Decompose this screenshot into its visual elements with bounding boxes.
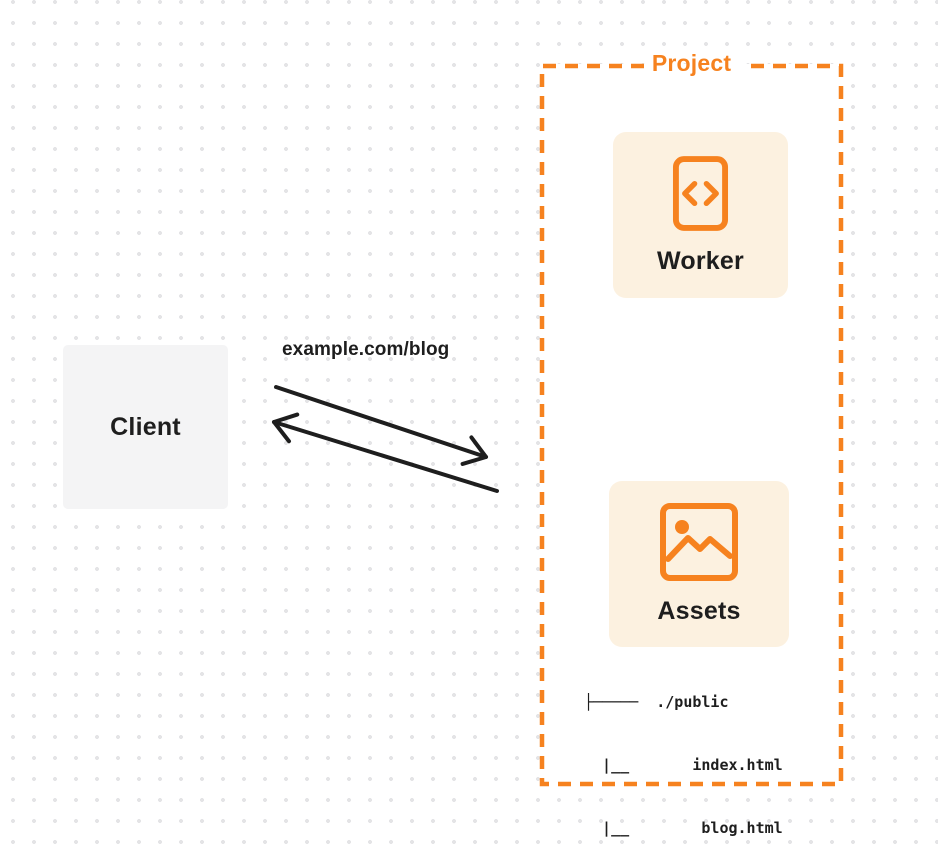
client-box: Client	[63, 345, 228, 509]
assets-card: Assets	[609, 481, 789, 647]
file-tree-line: |__ index.html	[584, 756, 783, 774]
file-tree-line: |__ blog.html	[584, 819, 783, 837]
image-icon	[660, 503, 738, 581]
assets-label: Assets	[657, 597, 741, 625]
client-label: Client	[110, 412, 181, 441]
code-file-icon	[672, 155, 729, 231]
worker-card: Worker	[613, 132, 788, 298]
request-url-label: example.com/blog	[282, 339, 450, 360]
file-tree-line: ├───── ./public	[584, 693, 729, 711]
file-tree: ├───── ./public |__ index.html |__ blog.…	[584, 650, 783, 860]
project-title: Project	[651, 50, 732, 76]
worker-label: Worker	[657, 246, 744, 275]
request-arrow	[274, 385, 488, 466]
response-arrow	[272, 412, 499, 493]
